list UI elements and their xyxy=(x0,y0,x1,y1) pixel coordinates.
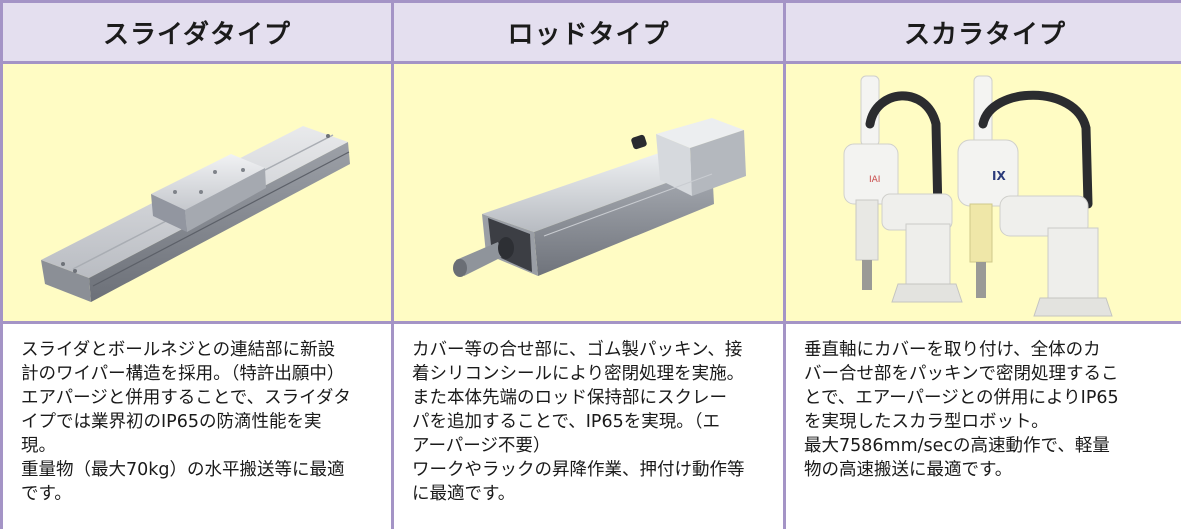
rod-actuator-illustration xyxy=(453,118,746,277)
scara-robot-right: IX xyxy=(957,75,1113,317)
scara-robot-left: IAI xyxy=(843,75,963,303)
rod-description: カバー等の合せ部に、ゴム製パッキン、接 着シリコンシールにより密閉処理を実施。 … xyxy=(394,324,783,532)
scara-description-text: 垂直軸にカバーを取り付け、全体のカ バー合せ部をパッキンで密閉処理するこ とで、… xyxy=(804,340,1119,480)
scara-product-image: IAI IX xyxy=(786,64,1181,321)
rod-description-text: カバー等の合せ部に、ゴム製パッキン、接 着シリコンシールにより密閉処理を実施。 … xyxy=(412,340,745,504)
slider-description-text: スライダとボールネジとの連結部に新設 計のワイパー構造を採用。（特許出願中） エ… xyxy=(21,340,351,504)
scara-description: 垂直軸にカバーを取り付け、全体のカ バー合せ部をパッキンで密閉処理するこ とで、… xyxy=(786,324,1181,532)
column-heading-scara: スカラタイプ xyxy=(786,3,1181,61)
column-heading-rod: ロッドタイプ xyxy=(394,3,783,61)
slider-product-image xyxy=(3,64,391,321)
slider-description: スライダとボールネジとの連結部に新設 計のワイパー構造を採用。（特許出願中） エ… xyxy=(3,324,391,532)
svg-text:IX: IX xyxy=(992,169,1006,183)
svg-text:IAI: IAI xyxy=(869,175,880,185)
rod-product-image xyxy=(394,64,783,321)
column-heading-slider: スライダタイプ xyxy=(3,3,391,61)
scara-robot-illustration: IAI IX xyxy=(843,75,1113,317)
slider-actuator-illustration xyxy=(41,126,350,302)
